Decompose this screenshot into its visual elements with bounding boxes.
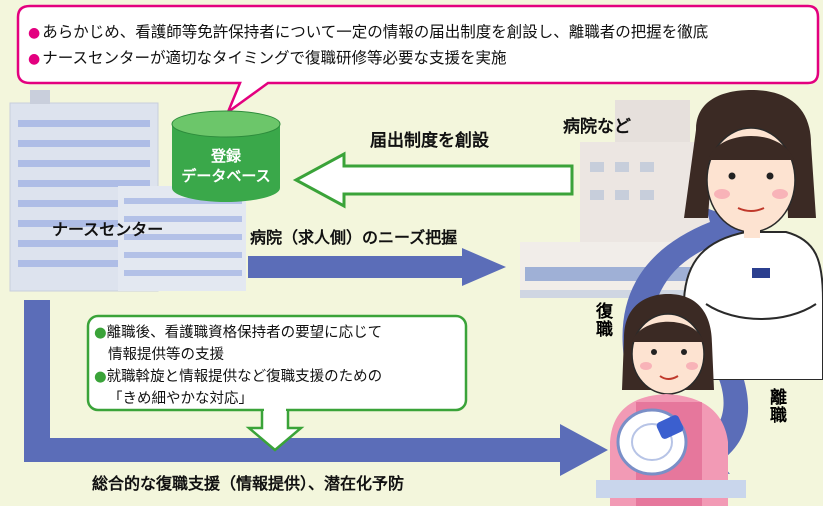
notification-label: 届出制度を創設 <box>370 131 489 151</box>
database-cylinder-icon <box>171 110 281 202</box>
support-box-text: ●離職後、看護職資格保持者の要望に応じて 情報提供等の支援 ●就職斡旋と情報提供… <box>94 322 382 410</box>
bottom-label: 総合的な復職支援（情報提供）、潜在化予防 <box>92 474 405 493</box>
hospital-label: 病院など <box>563 117 631 137</box>
woman-washing-illustration <box>596 294 746 506</box>
nurse-center-label: ナースセンター <box>52 220 164 239</box>
support-line-3: ●就職斡旋と情報提供など復職支援のための <box>94 369 383 385</box>
bullet-icon: ● <box>28 25 41 41</box>
notification-arrow <box>292 151 574 209</box>
leave-label: 離職 <box>766 388 786 424</box>
top-callout-bubble <box>16 4 820 116</box>
support-line-1: ●離職後、看護職資格保持者の要望に応じて <box>94 325 383 341</box>
database-label: 登録 データベース <box>181 147 271 185</box>
callout-line-2: ●ナースセンターが適切なタイミングで復職研修等必要な支援を実施 <box>28 49 507 67</box>
needs-arrow <box>248 248 506 286</box>
support-line-2: 情報提供等の支援 <box>108 347 224 363</box>
callout-line-1: ●あらかじめ、看護師等免許保持者について一定の情報の届出制度を創設し、離職者の把… <box>28 23 709 41</box>
bullet-icon: ● <box>28 51 41 67</box>
comprehensive-support-arrow <box>24 300 608 476</box>
return-label: 復職 <box>592 302 612 338</box>
needs-label: 病院（求人側）のニーズ把握 <box>250 228 458 247</box>
support-box <box>86 314 468 452</box>
support-line-4: 「きめ細やかな対応」 <box>108 391 253 407</box>
bullet-icon: ● <box>94 369 107 385</box>
nurse-center-building-illustration <box>9 90 246 292</box>
bullet-icon: ● <box>94 325 107 341</box>
